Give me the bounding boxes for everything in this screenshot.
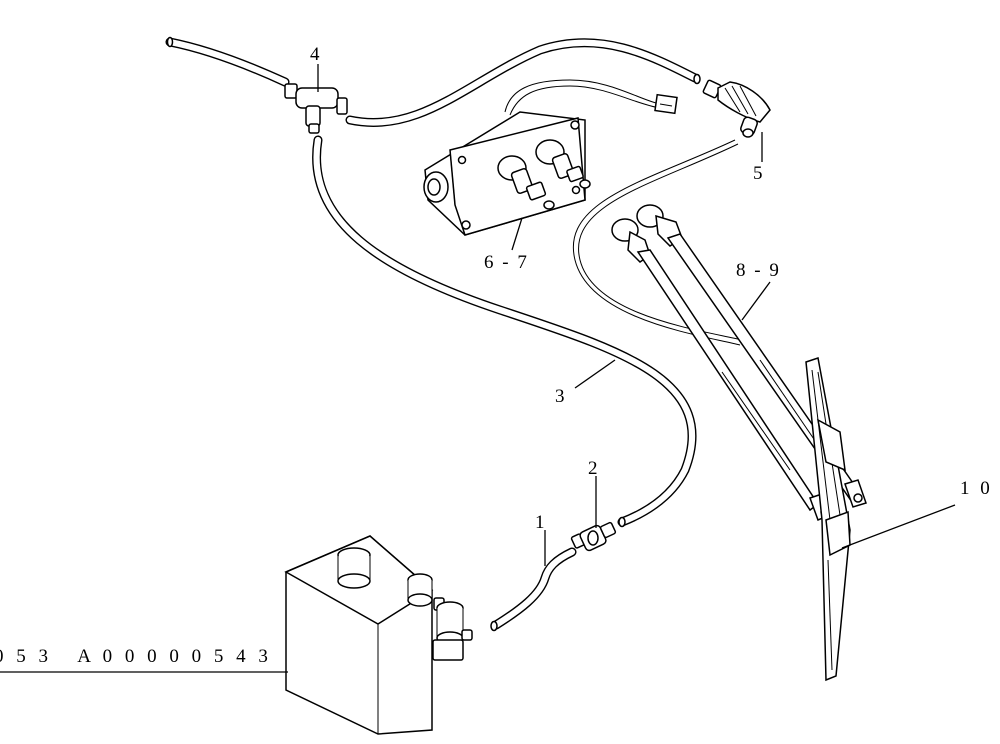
tee-fitting [284, 83, 348, 134]
washer-pump-lower [432, 601, 473, 661]
callout-3: 3 [555, 386, 571, 407]
electrical-connector [654, 93, 678, 115]
leader-lines [0, 64, 956, 673]
callout-1: 1 [535, 512, 551, 533]
wiper-motor-wire-2 [509, 85, 661, 116]
hose-1 [491, 547, 577, 630]
wiper-motor-wire [504, 79, 661, 113]
callout-6-7: 6 - 7 [484, 252, 529, 273]
callout-2: 2 [588, 458, 604, 479]
check-valve [702, 79, 771, 138]
wiper-arm-left [611, 218, 831, 521]
wiper-motor [423, 111, 591, 236]
reference-code: 0 5 3 A 0 0 0 0 0 5 4 3 [0, 646, 272, 667]
hose-connector [570, 521, 617, 552]
hose-3 [312, 135, 697, 527]
callout-10: 1 0 [960, 478, 993, 499]
washer-thin-tube [572, 139, 741, 346]
hose-upper-left [165, 37, 290, 87]
washer-reservoir [284, 535, 434, 735]
callout-5: 5 [753, 163, 769, 184]
callout-8-9: 8 - 9 [736, 260, 781, 281]
hose-tee-to-valve [345, 38, 700, 127]
wiper-blade [805, 357, 851, 682]
callout-4: 4 [310, 44, 326, 65]
